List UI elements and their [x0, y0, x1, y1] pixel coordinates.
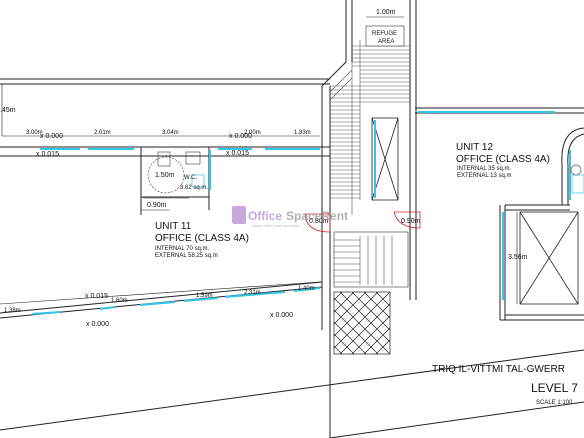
- watermark-logo-icon: [232, 206, 246, 224]
- glazing: [31, 111, 571, 315]
- unit11-class: OFFICE (CLASS 4A): [155, 233, 249, 244]
- room-labels: REFUGE AREA W.C. 3.62 sq.m. UNIT 11 OFFI…: [155, 31, 578, 406]
- dim-seg-d: 2.00m: [244, 130, 261, 136]
- unit12-name: UNIT 12: [456, 142, 493, 153]
- unit12-internal: INTERNAL 35 sq.m.: [457, 166, 511, 172]
- dimension-labels: 1.00m .45m 3.00m 2.01m 3.04m 2.00m 1.83m…: [0, 9, 528, 314]
- dim-bottom-a: 1.38m: [4, 308, 21, 314]
- stairs: [329, 25, 410, 288]
- unit11-name: UNIT 11: [155, 221, 192, 232]
- level-title: LEVEL 7: [531, 381, 578, 395]
- doors: [304, 211, 421, 233]
- level-lower-right: x 0.000: [270, 312, 293, 319]
- refuge-label: REFUGE: [372, 31, 397, 37]
- dim-top-width: 1.00m: [376, 9, 396, 16]
- watermark-text-b: SpaceRent: [286, 209, 348, 223]
- unit11-external: EXTERNAL 58.25 sq.m: [155, 253, 218, 259]
- dim-seg-b: 2.01m: [94, 130, 111, 136]
- street-label: TRIQ IL-VITTMI TAL-GWERR: [432, 364, 565, 375]
- dim-seg-c: 3.04m: [162, 130, 179, 136]
- dim-door-left: 0.90m: [147, 202, 167, 209]
- dim-left-height: .45m: [0, 107, 16, 114]
- unit11-internal: INTERNAL 70 sq.m.: [155, 246, 209, 252]
- refuge-label-2: AREA: [378, 39, 394, 45]
- level-upper-left-a: x 0.000: [40, 133, 63, 140]
- dim-door-mid: 0.80m: [309, 218, 329, 225]
- level-lower-left-a: x 0.015: [85, 293, 108, 300]
- dim-bottom-c: 1.59m: [196, 293, 213, 299]
- dim-bottom-d: 2.31m: [244, 290, 261, 296]
- dim-height-right: 3.56m: [508, 254, 528, 261]
- dim-bottom-e: 1.40m: [298, 286, 315, 292]
- dim-seg-a: 3.00m: [26, 130, 43, 136]
- dim-seg-e: 1.83m: [294, 130, 311, 136]
- watermark: Office SpaceRent Malta's office rental s…: [232, 206, 348, 228]
- unit12-external: EXTERNAL 13 sq.m: [457, 173, 511, 179]
- watermark-text-a: Office: [248, 209, 282, 223]
- unit12-class: OFFICE (CLASS 4A): [456, 154, 550, 165]
- wc-fixtures: [147, 151, 584, 194]
- dim-door-right: 0.90m: [401, 218, 421, 225]
- wc-label: W.C.: [184, 175, 197, 181]
- watermark-sub: Malta's office rental specialists: [252, 224, 299, 228]
- level-upper-left-b: x 0.015: [36, 151, 59, 158]
- lift-shaft: [333, 291, 391, 355]
- scale-label: SCALE 1:100: [536, 400, 573, 406]
- dim-wc-width: 1.50m: [155, 172, 175, 179]
- level-lower-left-b: x 0.000: [86, 321, 109, 328]
- void-boxes: [371, 117, 579, 305]
- level-upper-mid: x 0.000: [229, 133, 252, 140]
- wc-area: 3.62 sq.m.: [180, 185, 208, 191]
- dimension-lines: [0, 16, 518, 305]
- level-upper-mid-b: x 0.015: [226, 150, 249, 157]
- dim-bottom-b: 1.60m: [111, 298, 128, 304]
- level-labels: x 0.000 x 0.015 x 0.000 x 0.015 x 0.015 …: [36, 133, 293, 328]
